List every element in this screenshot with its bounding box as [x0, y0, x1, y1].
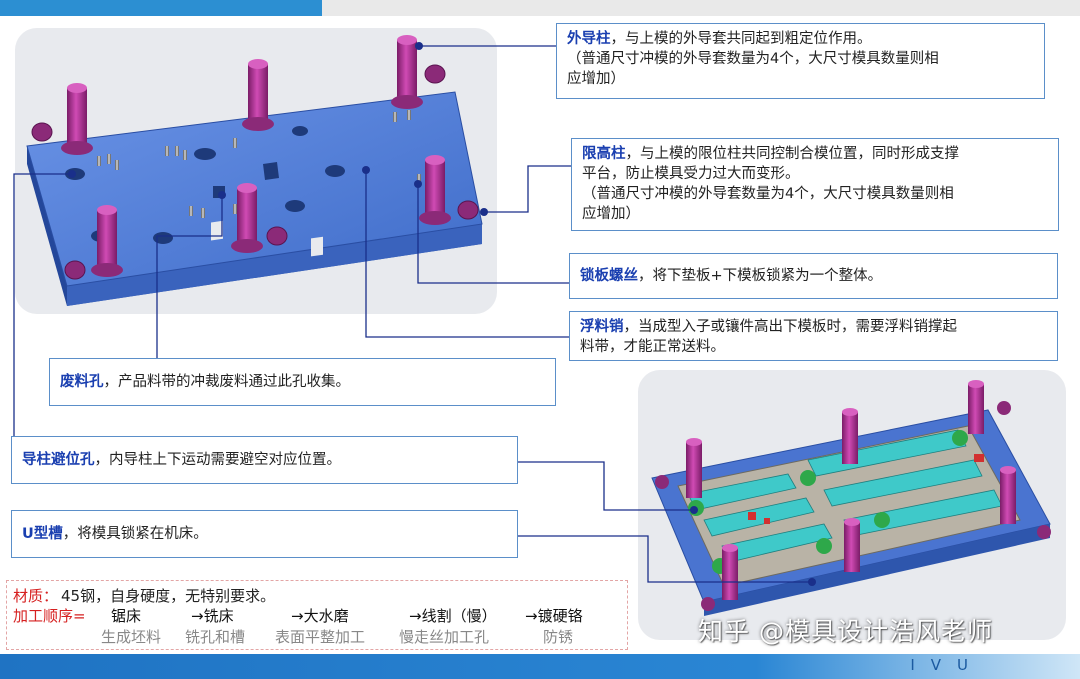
callout-scrap-hole: 废料孔，产品料带的冲裁废料通过此孔收集。 [49, 358, 556, 406]
guide-pillars [61, 35, 451, 277]
top-accent-bar [0, 0, 322, 16]
hole [153, 232, 173, 244]
top-gray-bar [322, 0, 1080, 16]
callout-text: ，当成型入子或镶件高出下模板时，需要浮料销撑起 [623, 319, 958, 335]
callout-text: 平台，防止模具受力过大而变形。 [582, 166, 800, 182]
process-step: →线割（慢） [409, 607, 497, 625]
assembled-die-panel [638, 370, 1066, 640]
callout-text: ，与上模的外导套共同起到粗定位作用。 [610, 31, 872, 47]
connector-dot [480, 208, 488, 216]
watermark: 知乎 @模具设计浩风老师 [698, 617, 993, 646]
process-description: 慢走丝加工孔 [399, 628, 490, 646]
connector-dot [414, 180, 422, 188]
connector-height-limit [484, 165, 571, 213]
inserts [687, 429, 1003, 563]
callout-title: 限高柱 [582, 146, 626, 162]
callout-text: 应增加） [567, 71, 625, 87]
material-label: 材质： [13, 587, 59, 605]
connector-u-slot [518, 535, 812, 583]
callout-guide-clearance: 导柱避位孔，内导柱上下运动需要避空对应位置。 [11, 436, 518, 484]
base-plate-side [704, 524, 1050, 616]
callout-outer-guide: 外导柱，与上模的外导套共同起到粗定位作用。 （普通尺寸冲模的外导套数量为4个，大… [556, 23, 1045, 99]
callout-float-pin: 浮料销，当成型入子或镶件高出下模板时，需要浮料销撑起 料带，才能正常送料。 [569, 311, 1058, 361]
connector-dot [415, 42, 423, 50]
process-description: 铣孔和槽 [185, 628, 246, 646]
lower-die-plate-illustration [26, 35, 483, 306]
process-step: →镀硬铬 [525, 607, 583, 625]
process-step: 锯床 [111, 607, 142, 625]
hole [292, 126, 308, 136]
hole [194, 148, 216, 160]
connector-dot [362, 166, 370, 174]
process-description: 防锈 [543, 628, 574, 646]
callout-text: ，内导柱上下运动需要避空对应位置。 [94, 452, 342, 468]
material-value: 45钢，自身硬度，无特别要求。 [61, 587, 276, 605]
callout-u-slot: U型槽，将模具锁紧在机床。 [11, 510, 518, 558]
connector-guide-clearance-2 [518, 461, 694, 511]
connector-dot [808, 578, 816, 586]
process-step: →铣床 [191, 607, 234, 625]
material-process-legend: 材质： 45钢，自身硬度，无特别要求。 加工顺序= 锯床 →铣床 →大水磨 →线… [6, 580, 628, 650]
plate-side-left [27, 146, 67, 306]
connector-float-pin [365, 170, 569, 338]
process-step: →大水磨 [291, 607, 349, 625]
u-slot [311, 236, 323, 257]
hole [325, 165, 345, 177]
lower-die-plate-panel [15, 28, 497, 314]
callout-text: ，与上模的限位柱共同控制合模位置，同时形成支撑 [625, 146, 960, 162]
float-pins [69, 110, 421, 218]
lock-screws [31, 64, 479, 280]
callout-title: U型槽 [22, 526, 63, 542]
callout-text: 应增加） [582, 206, 640, 222]
callout-text: 料带，才能正常送料。 [580, 339, 725, 355]
scrap-hole [263, 162, 279, 180]
connector-scrap-hole [156, 195, 223, 358]
process-description: 表面平整加工 [275, 628, 366, 646]
connector-dot [68, 170, 76, 178]
callout-height-limit: 限高柱，与上模的限位柱共同控制合模位置，同时形成支撑 平台，防止模具受力过大而变… [571, 138, 1059, 231]
callout-title: 锁板螺丝 [580, 268, 638, 284]
callout-lock-screw: 锁板螺丝，将下垫板+下模板锁紧为一个整体。 [569, 253, 1058, 299]
callout-text: ，将模具锁紧在机床。 [62, 526, 208, 542]
guide-pillars [686, 380, 1016, 600]
hole [285, 200, 305, 212]
connector-lock-screw [417, 184, 569, 284]
connector-guide-clearance [13, 173, 72, 436]
lock-screws [655, 401, 1051, 611]
process-label: 加工顺序= [13, 607, 86, 625]
red-inserts [748, 454, 984, 524]
assembled-die-illustration [651, 380, 1051, 616]
callout-text: ，产品料带的冲裁废料通过此孔收集。 [103, 374, 351, 390]
callout-text: （普通尺寸冲模的外导套数量为4个，大尺寸模具数量则相 [582, 186, 954, 202]
callout-title: 浮料销 [580, 319, 624, 335]
callout-title: 废料孔 [60, 374, 104, 390]
connector-dot [218, 191, 226, 199]
callout-title: 导柱避位孔 [22, 452, 95, 468]
bottom-accent-bar [0, 654, 1080, 679]
connector-dot [690, 506, 698, 514]
callout-text: （普通尺寸冲模的外导套数量为4个，大尺寸模具数量则相 [567, 51, 939, 67]
plate-side-front [67, 224, 482, 306]
callout-title: 外导柱 [567, 31, 611, 47]
callout-text: ，将下垫板+下模板锁紧为一个整体。 [638, 268, 883, 284]
footer-logo-text: IVU [910, 656, 984, 674]
process-description: 生成坯料 [101, 628, 162, 646]
